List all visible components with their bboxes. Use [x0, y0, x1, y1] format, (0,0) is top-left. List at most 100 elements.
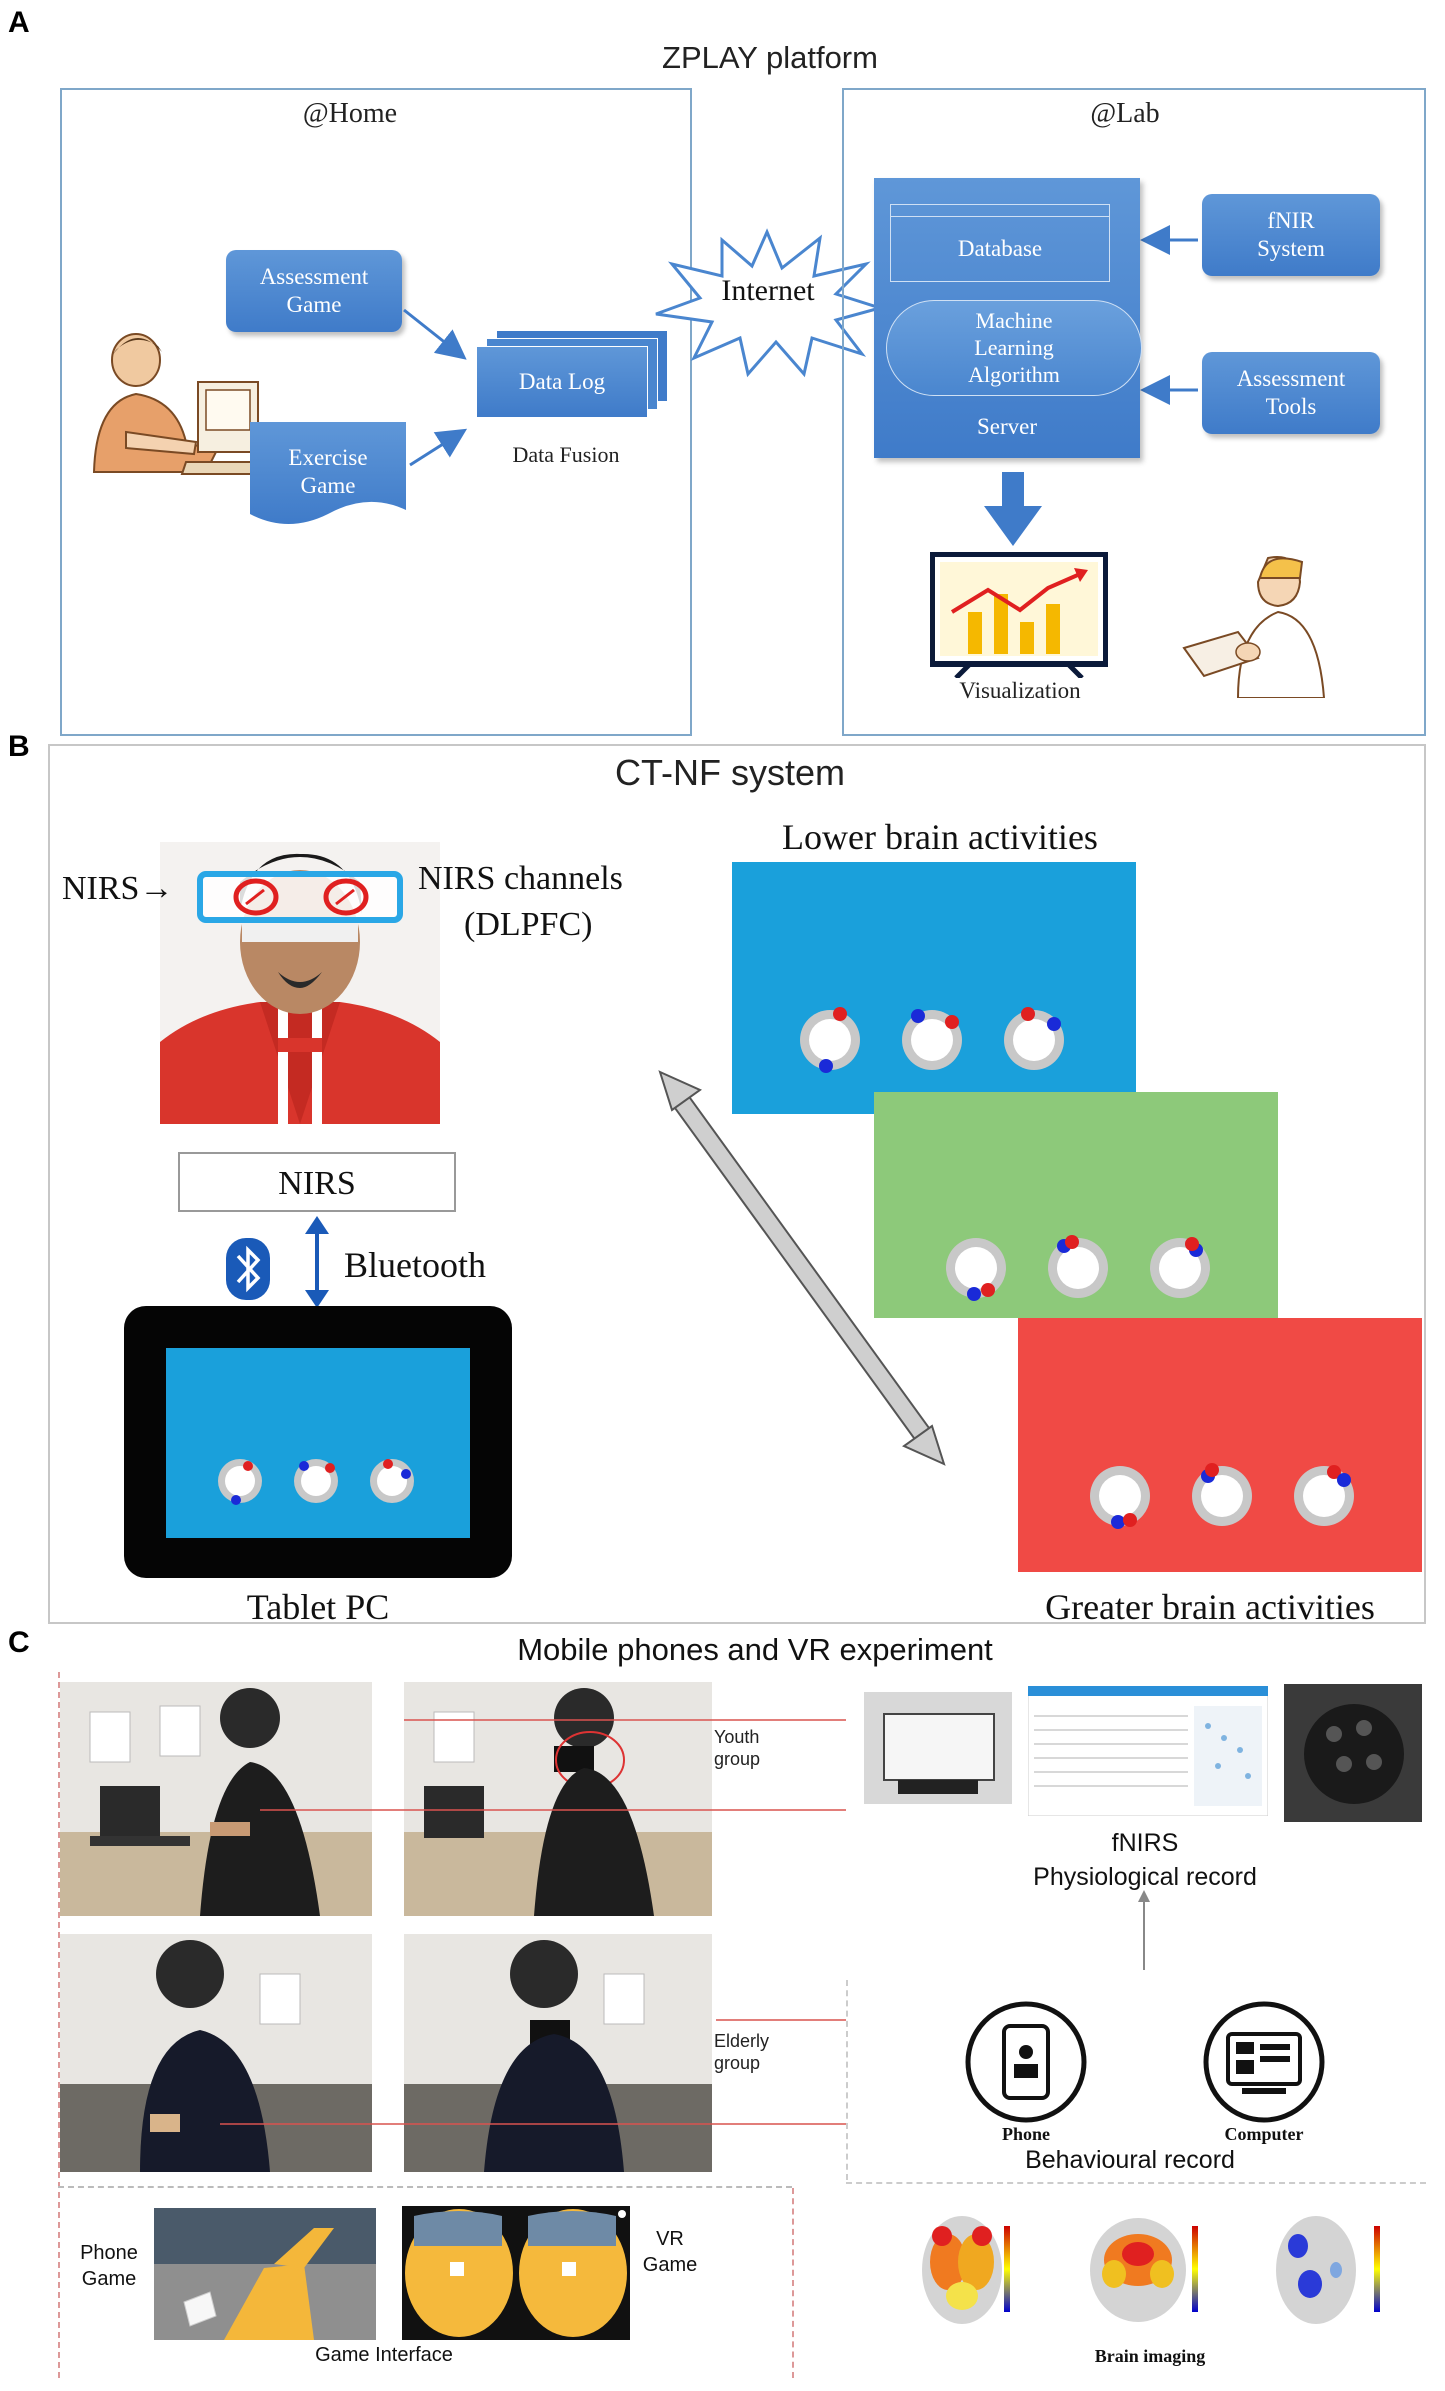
- brain-image-1: [922, 2216, 1010, 2324]
- red-screen-targets: [1090, 1463, 1354, 1529]
- tablet-targets: [218, 1459, 414, 1505]
- nirs-device-box: NIRS: [178, 1152, 456, 1212]
- panel-label-b: B: [8, 730, 30, 763]
- data-fusion-label: Data Fusion: [512, 442, 620, 467]
- fnir-line2: System: [1257, 236, 1325, 261]
- photo-youth-vr: [404, 1682, 712, 1916]
- exercise-game-line1: Exercise: [288, 445, 368, 470]
- behavioural-label: Behavioural record: [1025, 2146, 1235, 2174]
- photo-youth-computer: [60, 1682, 372, 1916]
- panel-a-arrows: [403, 225, 1198, 546]
- ml-line3: Algorithm: [968, 362, 1060, 387]
- vr-game-line2: Game: [642, 2254, 698, 2276]
- fnirs-line1: fNIRS: [1111, 1829, 1179, 1857]
- game-interface-label: Game Interface: [315, 2344, 453, 2366]
- panel-label-c: C: [8, 1626, 30, 1659]
- bluetooth-link-arrow: [305, 1216, 329, 1308]
- panel-c-dashed-mid: [792, 2188, 794, 2378]
- red-screen: [1018, 1318, 1422, 1572]
- ml-line1: Machine: [975, 308, 1053, 333]
- home-user-illustration: [92, 333, 274, 475]
- panel-b-overlay: [218, 1007, 1354, 1529]
- panel-c-title: Mobile phones and VR experiment: [517, 1632, 993, 1667]
- fnir-line1: fNIR: [1267, 208, 1315, 233]
- greater-activity-label: Greater brain activities: [1045, 1587, 1375, 1627]
- brain-image-2: [1090, 2218, 1198, 2322]
- fnirs-device-photo: [864, 1692, 1012, 1804]
- lab-doctor-illustration: [1182, 556, 1326, 698]
- lab-frame: [842, 88, 1426, 736]
- fnir-system-box: fNIR System: [1202, 194, 1380, 276]
- panel-c-dashed-right-h: [846, 2182, 1426, 2184]
- internet-starburst: [655, 228, 882, 378]
- elderly-line2: group: [714, 2053, 761, 2073]
- vr-game-label: VR Game: [630, 2226, 710, 2278]
- phone-icon: [965, 2001, 1087, 2123]
- bluetooth-icon: [226, 1238, 270, 1300]
- youth-line1: Youth: [714, 1727, 760, 1747]
- phone-game-line1: Phone: [80, 2242, 138, 2264]
- phone-game-line2: Game: [81, 2268, 137, 2290]
- nirs-channels-line2: (DLPFC): [464, 906, 593, 943]
- panel-a-title: ZPLAY platform: [662, 40, 878, 75]
- fnirs-label: fNIRS Physiological record: [980, 1826, 1310, 1894]
- phone-icon-label: Phone: [1001, 2124, 1050, 2144]
- lab-title: @Lab: [1090, 98, 1160, 129]
- home-title: @Home: [302, 98, 398, 129]
- panel-b-title: CT-NF system: [615, 752, 845, 793]
- photo-elderly-phone: [60, 1934, 372, 2172]
- database-box: Database: [890, 216, 1110, 282]
- blue-screen: [732, 862, 1136, 1114]
- panel-b-frame: [48, 744, 1426, 1624]
- nirs-channels-line1: NIRS channels: [418, 860, 623, 897]
- panel-c-dashed-divider: [58, 2186, 792, 2188]
- assessment-tools-line2: Tools: [1265, 394, 1317, 419]
- vr-game-screenshot: [402, 2206, 630, 2340]
- computer-icon-label: Computer: [1224, 2124, 1304, 2144]
- exercise-game-line2: Game: [300, 473, 356, 498]
- panel-c-dashed-right: [846, 1980, 848, 2180]
- vr-game-line1: VR: [656, 2228, 684, 2250]
- tablet-screen: [166, 1348, 470, 1538]
- lower-activity-label: Lower brain activities: [782, 817, 1098, 857]
- fnirs-software-screenshot: [1028, 1686, 1268, 1816]
- server-label: Server: [976, 414, 1038, 439]
- internet-label: Internet: [721, 274, 815, 307]
- fnirs-line2: Physiological record: [1033, 1863, 1257, 1891]
- assessment-game-line2: Game: [286, 292, 342, 317]
- home-frame: [60, 88, 692, 736]
- elderly-line1: Elderly: [714, 2031, 770, 2051]
- brain-image-3: [1276, 2216, 1380, 2324]
- panel-label-a: A: [8, 6, 30, 39]
- nirs-person-photo: [160, 842, 440, 1124]
- ml-line2: Learning: [974, 335, 1054, 360]
- bluetooth-label: Bluetooth: [344, 1245, 486, 1285]
- blue-screen-targets: [800, 1007, 1064, 1073]
- fnirs-cap-photo: [1284, 1684, 1422, 1822]
- photo-elderly-vr: [404, 1934, 712, 2172]
- panel-c-dashed-left: [58, 1672, 60, 2378]
- data-log-box: Data Log: [476, 346, 648, 418]
- behaviour-to-fnirs-arrow: [1138, 1890, 1150, 1970]
- phone-game-screenshot: [154, 2208, 376, 2340]
- nirs-channels-label: NIRS channels (DLPFC): [418, 856, 623, 948]
- computer-icon: [1203, 2001, 1325, 2123]
- nirs-arrow-label: NIRS→: [62, 870, 174, 907]
- exercise-game-box: [250, 422, 406, 524]
- visualization-label: Visualization: [959, 678, 1081, 703]
- youth-line2: group: [714, 1749, 761, 1769]
- tablet-label: Tablet PC: [246, 1587, 390, 1627]
- brain-imaging-label: Brain imaging: [1094, 2346, 1206, 2366]
- database-box-top: [890, 204, 1110, 217]
- assessment-game-line1: Assessment: [259, 264, 369, 289]
- panel-c-red-lines: [220, 1719, 846, 2125]
- assessment-tools-line1: Assessment: [1236, 366, 1346, 391]
- green-screen-targets: [946, 1235, 1210, 1301]
